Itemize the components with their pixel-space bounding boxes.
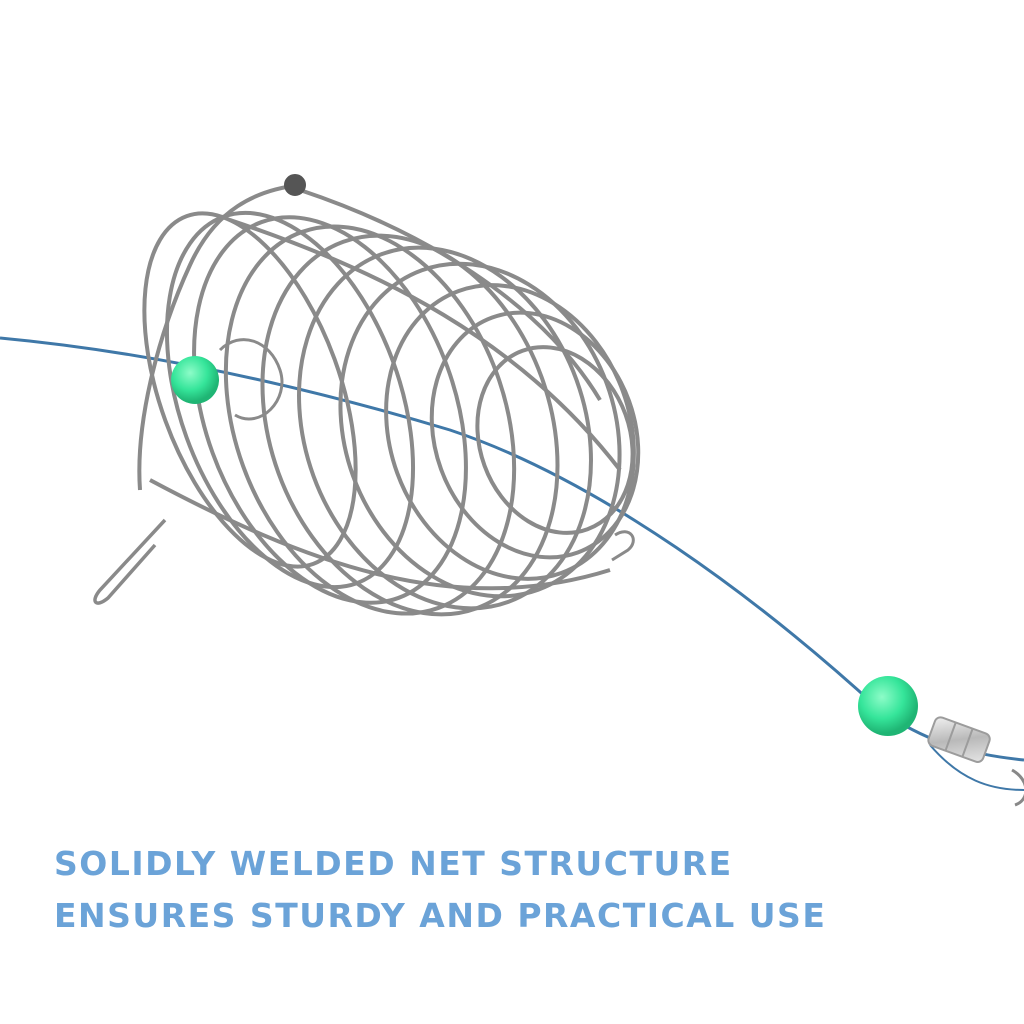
- snap-link: [1011, 768, 1024, 807]
- bead-lower: [858, 676, 918, 736]
- wire-cage: [93, 174, 641, 617]
- caption-line-1: SOLIDLY WELDED NET STRUCTURE: [54, 844, 733, 883]
- bead-upper: [171, 356, 219, 404]
- fishing-line-lower: [929, 744, 1024, 791]
- caption-line-2: ENSURES STURDY AND PRACTICAL USE: [54, 896, 827, 935]
- caption: SOLIDLY WELDED NET STRUCTURE ENSURES STU…: [54, 838, 994, 942]
- swivel: [927, 716, 991, 763]
